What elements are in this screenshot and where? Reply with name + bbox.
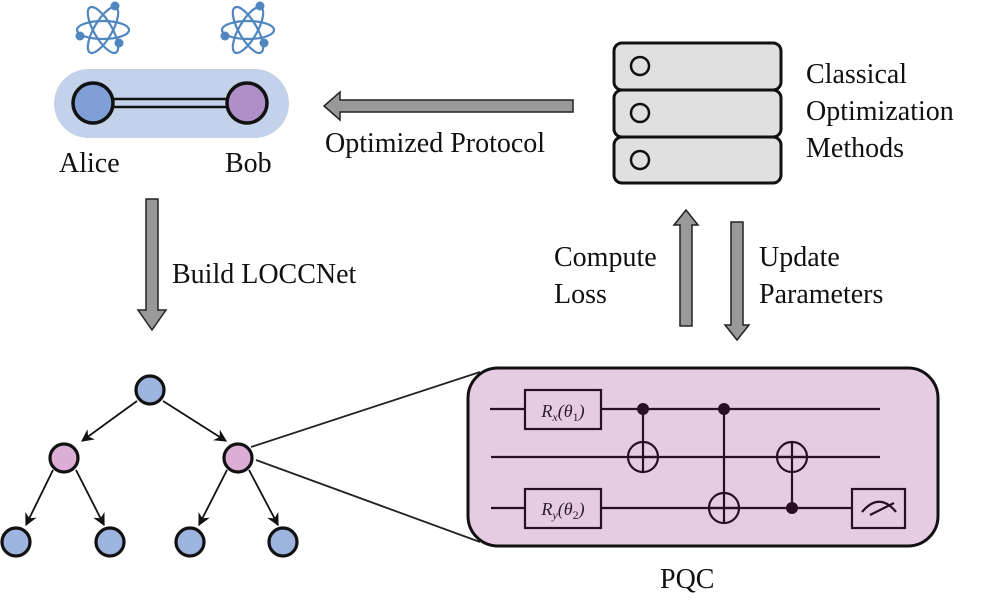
tree-edge <box>80 400 138 442</box>
tree-edge <box>248 469 279 527</box>
alice-node <box>71 81 115 125</box>
tree-edge <box>75 469 105 527</box>
build-loccnet-arrow <box>136 198 168 332</box>
zoom-connector-bottom <box>255 459 481 543</box>
control-dot <box>718 403 730 415</box>
optimized-protocol-label: Optimized Protocol <box>325 128 545 159</box>
server-label-line-2: Optimization <box>806 96 954 127</box>
server-led-3 <box>629 149 651 171</box>
server-unit-2 <box>612 88 783 139</box>
alice-label: Alice <box>59 148 120 179</box>
compute-loss-arrow <box>672 208 700 327</box>
tree-node-leaf <box>174 526 206 558</box>
tree-node-level1-left <box>48 442 80 474</box>
cnot-gate-0-1 <box>626 403 660 474</box>
update-parameters-label-line-2: Parameters <box>759 279 883 310</box>
compute-loss-label-line-2: Loss <box>554 279 607 310</box>
atom-icon-bob <box>220 1 276 55</box>
ry-gate <box>523 487 603 530</box>
update-parameters-label-line-1: Update <box>759 242 840 273</box>
server-icon <box>612 41 783 185</box>
server-label-line-3: Methods <box>806 133 904 164</box>
tree-edge <box>162 400 228 442</box>
tree-edge <box>25 469 54 527</box>
measurement-gate <box>850 487 907 530</box>
optimized-protocol-arrow <box>322 90 574 122</box>
server-led-1 <box>629 55 651 77</box>
control-dot <box>637 403 649 415</box>
cnot-gate-0-2 <box>707 403 741 525</box>
zoom-connector-top <box>250 371 481 448</box>
rx-gate <box>523 388 603 431</box>
rx-gate-label: Rx(θ1) <box>540 401 584 424</box>
tree-node-leaf <box>94 526 126 558</box>
server-unit-3 <box>612 135 783 185</box>
server-label-line-1: Classical <box>806 59 907 90</box>
bob-label: Bob <box>225 148 272 179</box>
build-loccnet-label: Build LOCCNet <box>172 259 357 290</box>
cnot-gate-2-1 <box>775 440 809 514</box>
tree-node-leaf <box>267 526 299 558</box>
tree-node-leaf <box>0 526 32 558</box>
tree-node-level1-right <box>222 442 254 474</box>
atom-icon-alice <box>75 1 131 55</box>
loccnet-tree <box>0 374 299 558</box>
update-parameters-arrow <box>723 221 751 342</box>
tree-edge <box>198 469 228 527</box>
meter-icon <box>861 500 897 513</box>
tree-node-root <box>134 374 166 406</box>
bob-node <box>225 81 269 125</box>
ry-gate-label: Ry(θ2) <box>540 499 584 522</box>
server-led-2 <box>629 102 651 124</box>
control-dot <box>786 502 798 514</box>
entangled-pair-background <box>54 69 289 138</box>
compute-loss-label-line-1: Compute <box>554 242 657 273</box>
pqc-label: PQC <box>660 564 714 595</box>
server-unit-1 <box>612 41 783 92</box>
quantum-circuit: Rx(θ1) Ry(θ2) <box>490 388 907 530</box>
